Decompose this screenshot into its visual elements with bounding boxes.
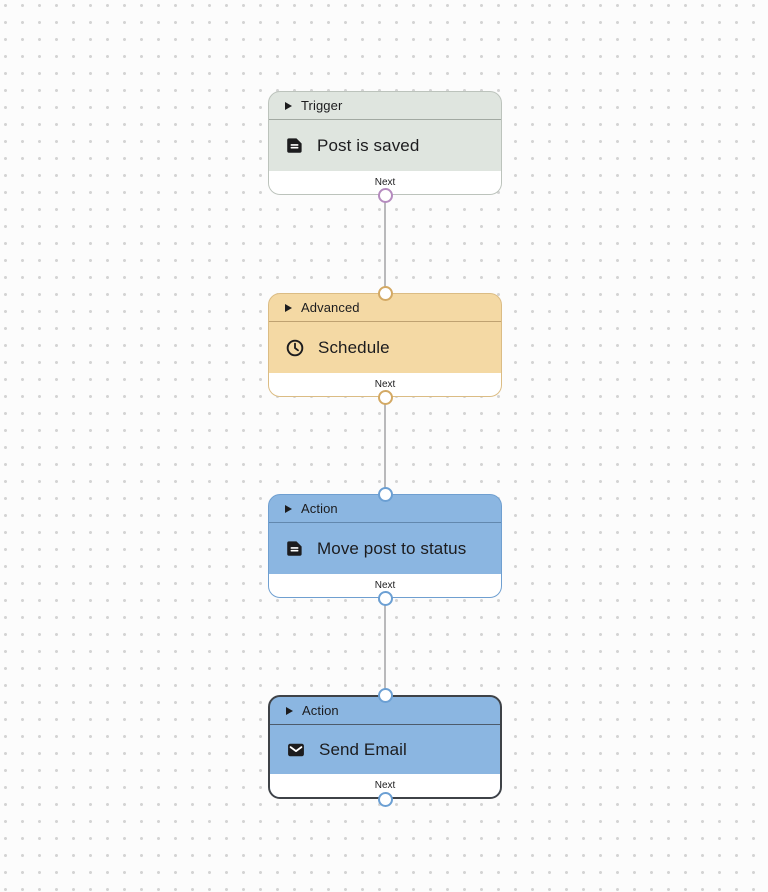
input-port[interactable] — [377, 486, 393, 502]
disclosure-triangle-icon — [286, 706, 293, 715]
node-footer: Next — [270, 774, 500, 797]
document-icon — [287, 541, 302, 556]
next-port-label: Next — [374, 177, 396, 188]
node-action-move-post-to-status[interactable]: Action Move post to status Next — [268, 486, 502, 606]
node-header[interactable]: Action — [269, 495, 501, 523]
output-port[interactable] — [377, 187, 393, 203]
node-category-label: Trigger — [301, 98, 343, 113]
node-header[interactable]: Trigger — [269, 92, 501, 120]
envelope-icon — [288, 743, 304, 756]
next-port-label: Next — [374, 379, 396, 390]
node-card: Action Move post to status Next — [268, 494, 502, 598]
clock-icon — [286, 339, 304, 356]
node-card: Advanced Schedule Next — [268, 293, 502, 397]
output-port[interactable] — [377, 590, 393, 606]
node-category-label: Action — [302, 703, 339, 718]
node-header[interactable]: Advanced — [269, 294, 501, 322]
next-port-label: Next — [374, 580, 396, 591]
node-footer: Next — [269, 373, 501, 396]
connector-trigger-to-advanced[interactable] — [383, 196, 387, 293]
output-port[interactable] — [377, 791, 393, 807]
node-card: Action Send Email Next — [268, 695, 502, 799]
node-category-label: Action — [301, 501, 338, 516]
input-port[interactable] — [377, 285, 393, 301]
node-header[interactable]: Action — [270, 697, 500, 725]
connector-advanced-to-action1[interactable] — [383, 397, 387, 494]
node-footer: Next — [269, 171, 501, 194]
node-title-label: Schedule — [318, 337, 390, 357]
connector-action1-to-action2[interactable] — [383, 598, 387, 695]
input-port[interactable] — [377, 687, 393, 703]
node-title-label: Send Email — [319, 739, 407, 759]
node-body[interactable]: Schedule — [269, 322, 501, 373]
output-port[interactable] — [377, 389, 393, 405]
node-title-label: Move post to status — [317, 538, 467, 558]
disclosure-triangle-icon — [285, 303, 292, 312]
document-icon — [287, 138, 302, 153]
node-advanced-schedule[interactable]: Advanced Schedule Next — [268, 285, 502, 405]
next-port-label: Next — [374, 780, 396, 791]
disclosure-triangle-icon — [285, 504, 292, 513]
node-body[interactable]: Post is saved — [269, 120, 501, 171]
node-trigger-post-is-saved[interactable]: Trigger Post is saved Next — [268, 91, 502, 203]
node-action-send-email[interactable]: Action Send Email Next — [268, 687, 502, 807]
disclosure-triangle-icon — [285, 101, 292, 110]
node-body[interactable]: Move post to status — [269, 523, 501, 574]
node-card: Trigger Post is saved Next — [268, 91, 502, 195]
node-category-label: Advanced — [301, 300, 360, 315]
node-footer: Next — [269, 574, 501, 597]
node-title-label: Post is saved — [317, 135, 420, 155]
node-body[interactable]: Send Email — [270, 725, 500, 774]
